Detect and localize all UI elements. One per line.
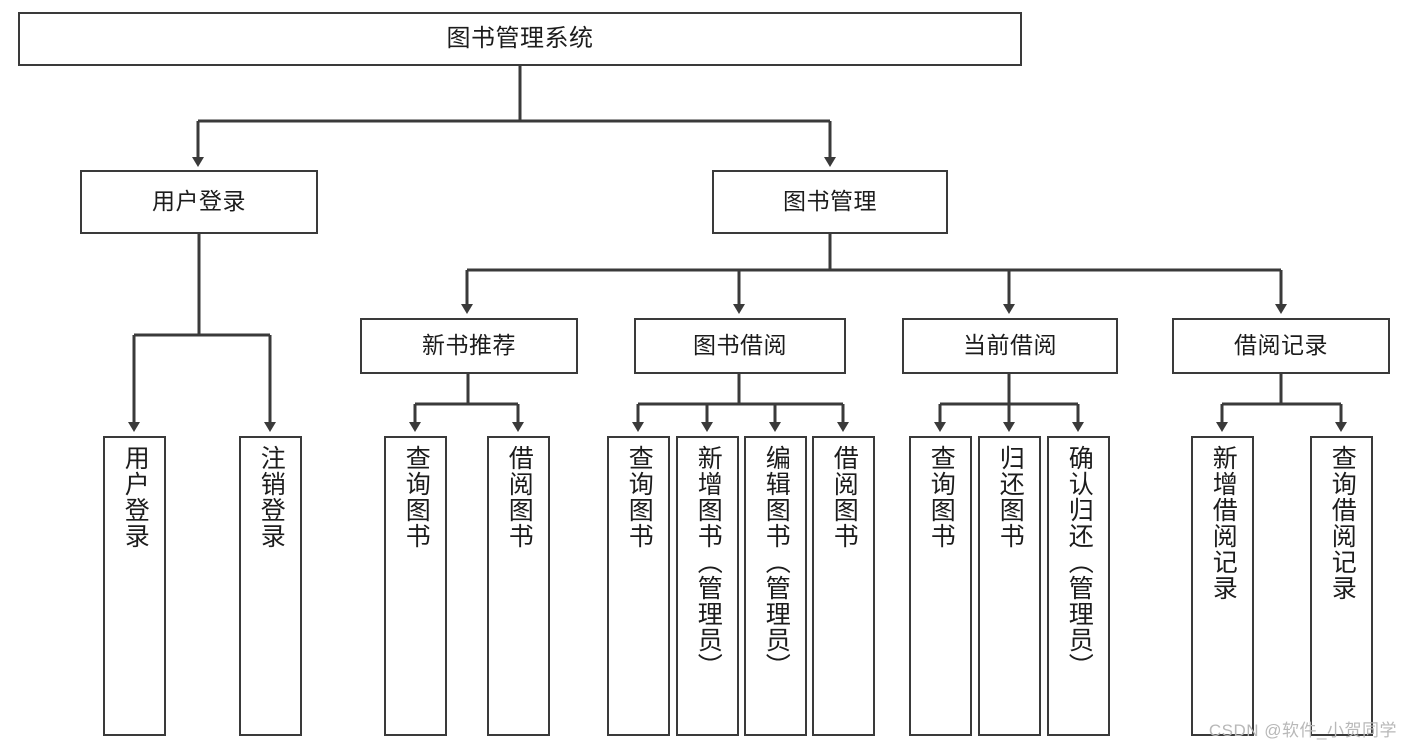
node-root-label: 图书管理系统 xyxy=(446,24,594,52)
leaf-edit-book-label: 编辑图书（管理员） xyxy=(762,445,791,679)
leaf-add-record[interactable]: 新增借阅记录 xyxy=(1191,436,1254,736)
leaf-add-book-label: 新增图书（管理员） xyxy=(694,445,723,679)
node-new-book-recommend[interactable]: 新书推荐 xyxy=(360,318,578,374)
leaf-query-book-2[interactable]: 查询图书 xyxy=(607,436,670,736)
leaf-query-book-1[interactable]: 查询图书 xyxy=(384,436,447,736)
node-current-borrow[interactable]: 当前借阅 xyxy=(902,318,1118,374)
node-book-manage-label: 图书管理 xyxy=(783,188,877,215)
leaf-borrow-book-2[interactable]: 借阅图书 xyxy=(812,436,875,736)
node-user-login[interactable]: 用户登录 xyxy=(80,170,318,234)
node-borrow-record[interactable]: 借阅记录 xyxy=(1172,318,1390,374)
leaf-query-book-1-label: 查询图书 xyxy=(402,445,431,549)
leaf-query-record-label: 查询借阅记录 xyxy=(1328,445,1357,601)
leaf-query-book-3[interactable]: 查询图书 xyxy=(909,436,972,736)
leaf-user-login-label: 用户登录 xyxy=(121,445,150,549)
node-book-manage[interactable]: 图书管理 xyxy=(712,170,948,234)
leaf-user-logout-label: 注销登录 xyxy=(257,445,286,549)
leaf-add-record-label: 新增借阅记录 xyxy=(1209,445,1238,601)
leaf-query-book-2-label: 查询图书 xyxy=(625,445,654,549)
node-current-borrow-label: 当前借阅 xyxy=(963,332,1057,359)
leaf-return-book-label: 归还图书 xyxy=(996,445,1025,549)
node-book-borrow[interactable]: 图书借阅 xyxy=(634,318,846,374)
node-borrow-record-label: 借阅记录 xyxy=(1234,332,1328,359)
node-book-borrow-label: 图书借阅 xyxy=(693,332,787,359)
leaf-user-logout[interactable]: 注销登录 xyxy=(239,436,302,736)
leaf-confirm-return[interactable]: 确认归还（管理员） xyxy=(1047,436,1110,736)
leaf-borrow-book-1[interactable]: 借阅图书 xyxy=(487,436,550,736)
leaf-add-book[interactable]: 新增图书（管理员） xyxy=(676,436,739,736)
leaf-borrow-book-2-label: 借阅图书 xyxy=(830,445,859,549)
leaf-borrow-book-1-label: 借阅图书 xyxy=(505,445,534,549)
node-root[interactable]: 图书管理系统 xyxy=(18,12,1022,66)
leaf-query-record[interactable]: 查询借阅记录 xyxy=(1310,436,1373,736)
leaf-return-book[interactable]: 归还图书 xyxy=(978,436,1041,736)
leaf-query-book-3-label: 查询图书 xyxy=(927,445,956,549)
watermark-text: CSDN @软件_小贺同学 xyxy=(1208,721,1397,740)
leaf-confirm-return-label: 确认归还（管理员） xyxy=(1065,445,1094,679)
node-new-book-recommend-label: 新书推荐 xyxy=(422,332,516,359)
node-user-login-label: 用户登录 xyxy=(152,188,246,215)
leaf-edit-book[interactable]: 编辑图书（管理员） xyxy=(744,436,807,736)
leaf-user-login[interactable]: 用户登录 xyxy=(103,436,166,736)
